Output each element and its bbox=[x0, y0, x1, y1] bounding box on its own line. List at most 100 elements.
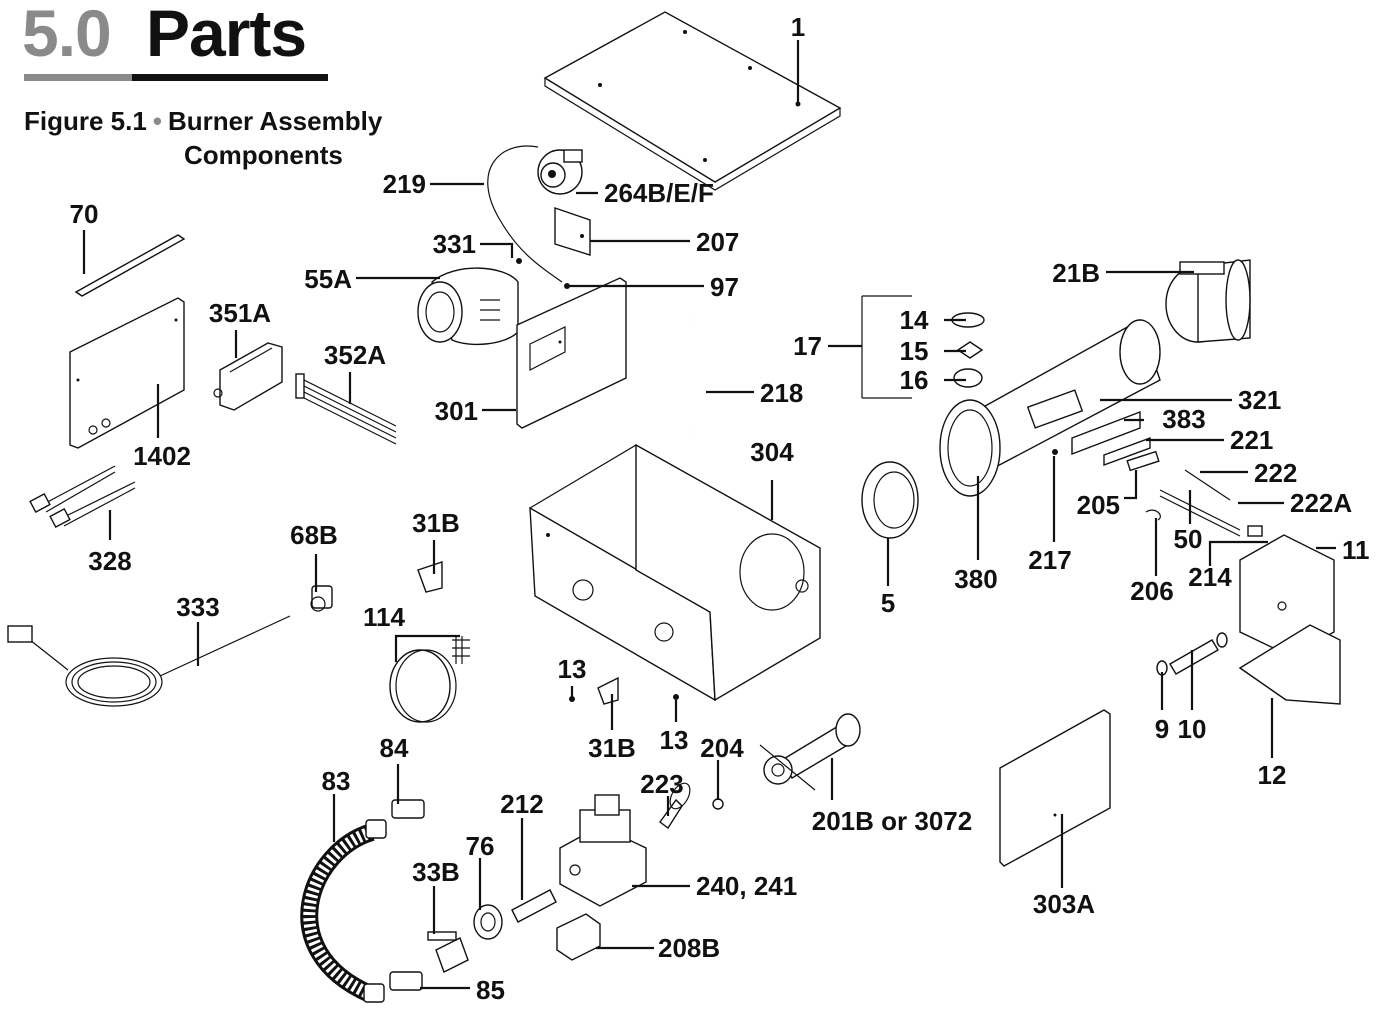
part-inspection-door bbox=[1071, 410, 1141, 456]
callout-208b: 208B bbox=[658, 933, 720, 963]
part-control-module bbox=[213, 342, 283, 411]
part-electrodes bbox=[1145, 469, 1263, 537]
callout-217: 217 bbox=[1028, 545, 1071, 575]
callout-85: 85 bbox=[476, 975, 505, 1005]
callout-10: 10 bbox=[1178, 714, 1207, 744]
part-fitting-204 bbox=[712, 798, 724, 810]
callout-14: 14 bbox=[900, 305, 929, 335]
part-burner-head bbox=[759, 713, 861, 791]
part-ignition-leads bbox=[29, 465, 136, 529]
callout-70: 70 bbox=[70, 199, 99, 229]
callout-240-241: 240, 241 bbox=[696, 871, 797, 901]
callout-50: 50 bbox=[1174, 524, 1203, 554]
callout-76: 76 bbox=[466, 831, 495, 861]
title-rule-grey bbox=[24, 74, 132, 81]
callout-84: 84 bbox=[380, 733, 409, 763]
callout-204: 204 bbox=[700, 733, 744, 763]
callout-221: 221 bbox=[1230, 425, 1273, 455]
callout-68b: 68B bbox=[290, 520, 338, 550]
callout-212: 212 bbox=[500, 789, 543, 819]
part-screw-13-right bbox=[673, 694, 679, 700]
callout-21b: 21B bbox=[1052, 258, 1100, 288]
callout-201b: 201B or 3072 bbox=[812, 806, 972, 836]
part-bushing bbox=[473, 904, 503, 940]
callout-1402: 1402 bbox=[133, 441, 191, 471]
callout-352a: 352A bbox=[324, 340, 386, 370]
callout-303a: 303A bbox=[1033, 889, 1095, 919]
callout-31b-lower: 31B bbox=[588, 733, 636, 763]
callout-219: 219 bbox=[383, 169, 426, 199]
figure-title-line2: Components bbox=[184, 140, 343, 170]
part-screw-217 bbox=[1052, 449, 1058, 455]
callout-331: 331 bbox=[433, 229, 476, 259]
part-wire-harness bbox=[295, 373, 397, 445]
callout-222a: 222A bbox=[1290, 488, 1352, 518]
part-gasket-strip bbox=[74, 234, 186, 297]
figure-caption: Figure 5.1•Burner Assembly Components bbox=[24, 104, 382, 172]
callout-13-upper: 13 bbox=[558, 654, 587, 684]
callout-223: 223 bbox=[640, 769, 683, 799]
callout-17: 17 bbox=[793, 331, 822, 361]
callout-5: 5 bbox=[881, 588, 895, 618]
callout-321: 321 bbox=[1238, 385, 1281, 415]
callout-301: 301 bbox=[435, 396, 478, 426]
part-control-box-panel bbox=[69, 297, 185, 449]
part-pressure-switch bbox=[537, 149, 583, 195]
section-title: Parts bbox=[146, 0, 307, 70]
callout-31b-upper: 31B bbox=[412, 508, 460, 538]
callout-351a: 351A bbox=[209, 298, 271, 328]
part-flange-gasket bbox=[861, 461, 919, 539]
part-gas-valve bbox=[559, 794, 647, 907]
section-number: 5.0 bbox=[22, 0, 112, 70]
part-air-shutter-bracket bbox=[417, 561, 443, 593]
part-bracket-31b-lower bbox=[597, 676, 619, 705]
part-blower-plate bbox=[516, 277, 627, 429]
part-burner-housing bbox=[529, 443, 821, 702]
callout-1: 1 bbox=[791, 12, 805, 42]
part-air-band bbox=[389, 636, 470, 723]
part-elbow-fitting bbox=[310, 585, 333, 612]
caption-separator: • bbox=[152, 106, 162, 136]
part-nipple bbox=[511, 889, 557, 923]
part-union-fitting bbox=[1156, 632, 1228, 676]
part-orifice-nozzle bbox=[659, 782, 691, 830]
callout-207: 207 bbox=[696, 227, 739, 257]
callout-9: 9 bbox=[1155, 714, 1169, 744]
part-bracket-208b bbox=[556, 913, 601, 961]
callout-304: 304 bbox=[750, 437, 794, 467]
part-access-panel bbox=[999, 709, 1111, 867]
part-shutoff-valve bbox=[427, 931, 469, 973]
callout-214: 214 bbox=[1188, 562, 1232, 592]
leader-lines bbox=[82, 40, 1336, 990]
callout-222: 222 bbox=[1254, 458, 1297, 488]
figure-title-line1: Burner Assembly bbox=[167, 106, 383, 136]
callout-11: 11 bbox=[1342, 535, 1370, 565]
callout-264b: 264B/E/F bbox=[604, 178, 714, 208]
part-ignitor-tray bbox=[1238, 624, 1341, 705]
part-gas-flex-line bbox=[300, 819, 387, 1003]
part-adapter-84 bbox=[391, 799, 425, 819]
part-switch-bracket bbox=[554, 207, 591, 256]
callout-380: 380 bbox=[954, 564, 997, 594]
part-adapter-85 bbox=[389, 971, 423, 991]
part-power-cord bbox=[7, 615, 291, 707]
part-flame-rod-bracket bbox=[1103, 436, 1160, 472]
callout-97: 97 bbox=[710, 272, 739, 302]
callout-333: 333 bbox=[176, 592, 219, 622]
part-screw-331 bbox=[516, 258, 522, 264]
part-rubber-tube bbox=[687, 318, 710, 434]
callout-33b: 33B bbox=[412, 857, 460, 887]
callout-15: 15 bbox=[900, 336, 929, 366]
part-blower bbox=[417, 267, 519, 346]
callout-383: 383 bbox=[1162, 404, 1205, 434]
callout-13-lower: 13 bbox=[660, 725, 689, 755]
part-top-cover-panel bbox=[543, 11, 842, 191]
callout-206: 206 bbox=[1130, 576, 1173, 606]
callout-218: 218 bbox=[760, 378, 803, 408]
callout-55a: 55A bbox=[304, 264, 352, 294]
part-clamp-band bbox=[1165, 259, 1251, 343]
part-sensing-tube bbox=[487, 145, 563, 283]
title-rule-black bbox=[132, 74, 328, 81]
figure-label: Figure 5.1 bbox=[24, 106, 147, 136]
